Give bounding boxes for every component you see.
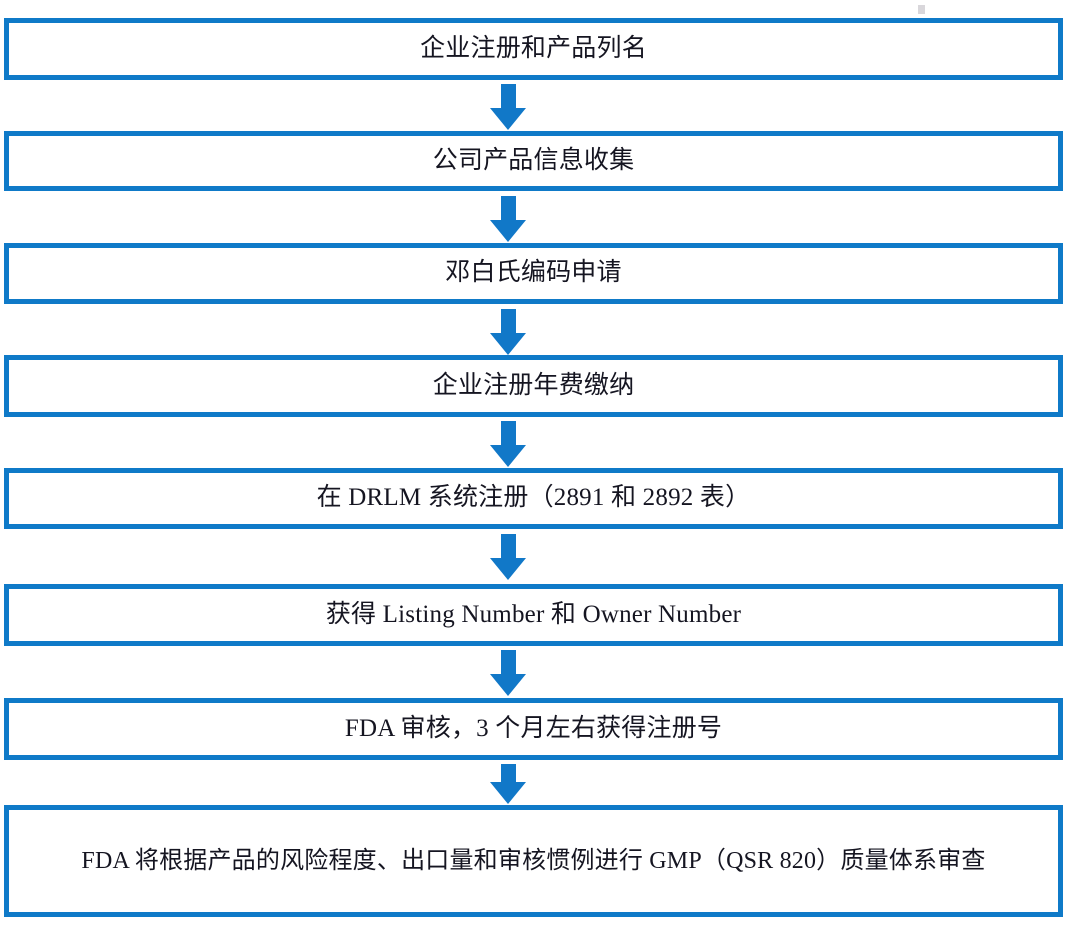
arrow-head	[490, 333, 526, 355]
flowchart-node-4-label: 企业注册年费缴纳	[432, 371, 635, 399]
flowchart-node-2[interactable]: 公司产品信息收集	[4, 131, 1063, 191]
arrow-head	[490, 108, 526, 130]
flowchart-node-7[interactable]: FDA 审核，3 个月左右获得注册号	[4, 698, 1063, 760]
flowchart-node-8[interactable]: FDA 将根据产品的风险程度、出口量和审核惯例进行 GMP（QSR 820）质量…	[4, 805, 1063, 917]
down-arrow-icon-6-to-7	[490, 650, 526, 697]
flowchart-node-8-label: FDA 将根据产品的风险程度、出口量和审核惯例进行 GMP（QSR 820）质量…	[81, 848, 986, 874]
down-arrow-icon-7-to-8	[490, 764, 526, 804]
arrow-shaft	[501, 764, 516, 784]
flowchart-node-2-label: 公司产品信息收集	[432, 146, 635, 174]
arrow-head	[490, 782, 526, 804]
arrow-shaft	[501, 196, 516, 222]
arrow-shaft	[501, 309, 516, 335]
flowchart-node-5-label: 在 DRLM 系统注册（2891 和 2892 表）	[316, 484, 751, 512]
flowchart-node-1[interactable]: 企业注册和产品列名	[4, 18, 1063, 80]
flowchart-node-1-label: 企业注册和产品列名	[420, 34, 647, 62]
arrow-head	[490, 674, 526, 696]
arrow-head	[490, 445, 526, 467]
down-arrow-icon-2-to-3	[490, 196, 526, 242]
flowchart-node-3[interactable]: 邓白氏编码申请	[4, 243, 1063, 304]
scan-artifact-mark	[918, 5, 925, 14]
arrow-shaft	[501, 421, 516, 447]
arrow-head	[490, 558, 526, 580]
flowchart-node-6[interactable]: 获得 Listing Number 和 Owner Number	[4, 584, 1063, 646]
flowchart-node-5[interactable]: 在 DRLM 系统注册（2891 和 2892 表）	[4, 468, 1063, 529]
down-arrow-icon-5-to-6	[490, 534, 526, 583]
down-arrow-icon-1-to-2	[490, 84, 526, 130]
arrow-shaft	[501, 650, 516, 676]
flowchart-node-4[interactable]: 企业注册年费缴纳	[4, 355, 1063, 417]
flowchart-node-3-label: 邓白氏编码申请	[445, 259, 622, 287]
arrow-head	[490, 220, 526, 242]
arrow-shaft	[501, 84, 516, 110]
down-arrow-icon-3-to-4	[490, 309, 526, 355]
down-arrow-icon-4-to-5	[490, 421, 526, 467]
flowchart-node-6-label: 获得 Listing Number 和 Owner Number	[325, 600, 742, 628]
flowchart-node-7-label: FDA 审核，3 个月左右获得注册号	[344, 714, 723, 742]
arrow-shaft	[501, 534, 516, 560]
